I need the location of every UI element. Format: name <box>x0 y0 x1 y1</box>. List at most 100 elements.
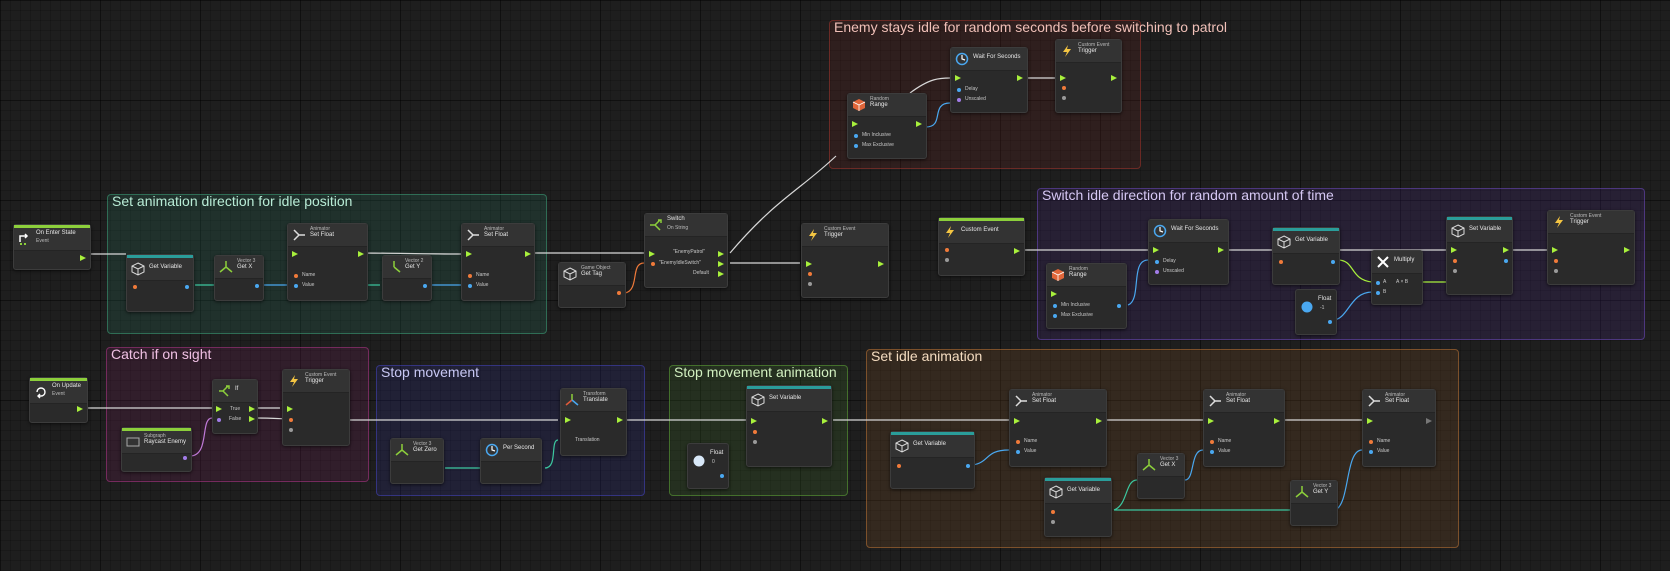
flow-in-port[interactable] <box>751 418 757 424</box>
port-dot[interactable] <box>808 272 812 276</box>
port-dot[interactable] <box>945 248 949 252</box>
port-dot[interactable] <box>966 464 970 468</box>
port-dot[interactable] <box>1554 269 1558 273</box>
flow-out-port[interactable] <box>77 406 83 412</box>
flow-in-port[interactable] <box>1014 418 1020 424</box>
port-dot[interactable] <box>255 284 259 288</box>
port-dot[interactable] <box>1554 259 1558 263</box>
node-transform-translate[interactable]: Transform Translate Translation <box>560 388 627 456</box>
flow-in-port[interactable] <box>565 417 571 423</box>
port-dot[interactable] <box>1016 450 1020 454</box>
port-dot[interactable] <box>651 262 655 266</box>
node-per-second[interactable]: Per Second <box>480 438 542 484</box>
node-set-variable[interactable]: Set Variable <box>746 385 832 467</box>
node-custom-event-trigger[interactable]: Custom Event Trigger <box>1055 39 1122 113</box>
flow-in-port[interactable] <box>287 406 293 412</box>
flow-out-port[interactable] <box>1426 418 1432 424</box>
node-gameobject-get-tag[interactable]: Game Object Get Tag <box>558 262 626 308</box>
flow-out-port[interactable] <box>1014 248 1020 254</box>
port-dot[interactable] <box>1053 314 1057 318</box>
flow-out-port[interactable] <box>525 251 531 257</box>
node-subgraph[interactable]: Subgraph Raycast Enemy <box>121 427 192 472</box>
flow-in-port[interactable] <box>649 251 655 257</box>
flow-out-port[interactable] <box>249 416 255 422</box>
flow-out-port[interactable] <box>617 417 623 423</box>
port-dot[interactable] <box>1369 440 1373 444</box>
flow-out-port[interactable] <box>718 261 724 267</box>
node-custom-event-trigger[interactable]: Custom Event Trigger <box>282 369 350 446</box>
node-animator-set-float[interactable]: Animator Set Float Name Value <box>1362 389 1436 467</box>
flow-in-port[interactable] <box>1552 247 1558 253</box>
flow-in-port[interactable] <box>806 261 812 267</box>
port-dot[interactable] <box>1376 291 1380 295</box>
flow-out-port[interactable] <box>1503 247 1509 253</box>
port-dot[interactable] <box>1117 304 1121 308</box>
flow-out-port[interactable] <box>878 261 884 267</box>
node-animator-set-float[interactable]: Animator Set Float Name Value <box>1203 389 1285 467</box>
port-dot[interactable] <box>1369 450 1373 454</box>
port-dot[interactable] <box>854 134 858 138</box>
flow-out-port[interactable] <box>1111 75 1117 81</box>
node-wait-for-seconds[interactable]: Wait For Seconds Delay Unscaled <box>950 47 1028 113</box>
node-float[interactable]: Float 0 <box>687 443 729 489</box>
flow-out-port[interactable] <box>822 418 828 424</box>
port-dot[interactable] <box>468 274 472 278</box>
port-dot[interactable] <box>1453 259 1457 263</box>
port-dot[interactable] <box>183 456 187 460</box>
node-vector3-get-x[interactable]: Vector 3 Get X <box>1137 453 1185 499</box>
port-dot[interactable] <box>1453 269 1457 273</box>
flow-out-port[interactable] <box>1274 418 1280 424</box>
port-dot[interactable] <box>1051 520 1055 524</box>
port-dot[interactable] <box>897 464 901 468</box>
port-dot[interactable] <box>1504 259 1508 263</box>
flow-out-port[interactable] <box>718 271 724 277</box>
port-dot[interactable] <box>957 98 961 102</box>
port-dot[interactable] <box>1016 440 1020 444</box>
port-dot[interactable] <box>423 284 427 288</box>
node-get-variable[interactable]: Get Variable <box>1044 477 1112 537</box>
port-dot[interactable] <box>1210 450 1214 454</box>
flow-out-port[interactable] <box>80 255 86 261</box>
port-dot[interactable] <box>753 440 757 444</box>
node-vector2-get-y[interactable]: Vector 2 Get Y <box>382 255 432 301</box>
port-dot[interactable] <box>185 285 189 289</box>
port-dot[interactable] <box>753 430 757 434</box>
port-dot[interactable] <box>1328 320 1332 324</box>
group-switch-idle[interactable]: Switch idle direction for random amount … <box>1037 187 1645 340</box>
flow-out-port[interactable] <box>1096 418 1102 424</box>
port-dot[interactable] <box>1279 260 1283 264</box>
node-vector3-get-y[interactable]: Vector 3 Get Y <box>1290 480 1338 526</box>
port-dot[interactable] <box>1376 281 1380 285</box>
flow-out-port[interactable] <box>249 406 255 412</box>
flow-out-port[interactable] <box>358 251 364 257</box>
node-custom-event-trigger[interactable]: Custom Event Trigger <box>1547 210 1635 285</box>
port-dot[interactable] <box>289 428 293 432</box>
flow-in-port[interactable] <box>1451 247 1457 253</box>
flow-in-port[interactable] <box>852 121 858 127</box>
port-dot[interactable] <box>808 282 812 286</box>
flow-out-port[interactable] <box>718 251 724 257</box>
node-custom-event-trigger[interactable]: Custom Event Trigger <box>801 223 889 298</box>
port-dot[interactable] <box>294 284 298 288</box>
node-get-variable[interactable]: Get Variable <box>1272 227 1340 285</box>
port-dot[interactable] <box>720 474 724 478</box>
node-on-enter-state[interactable]: On Enter State Event <box>13 224 91 270</box>
node-random-range[interactable]: Random Range Min Inclusive Max Exclusive <box>1046 263 1127 329</box>
flow-in-port[interactable] <box>955 75 961 81</box>
port-dot[interactable] <box>854 144 858 148</box>
flow-in-port[interactable] <box>1060 75 1066 81</box>
flow-out-port[interactable] <box>1218 247 1224 253</box>
node-animator-set-float[interactable]: Animator Set Float Name Value <box>1009 389 1107 467</box>
node-if[interactable]: If True False <box>212 379 258 434</box>
node-animator-set-float[interactable]: Animator Set Float Name Value <box>461 223 535 301</box>
port-dot[interactable] <box>294 274 298 278</box>
flow-in-port[interactable] <box>466 251 472 257</box>
node-get-variable[interactable]: Get Variable <box>890 431 975 489</box>
port-dot[interactable] <box>957 88 961 92</box>
flow-out-port[interactable] <box>1017 75 1023 81</box>
node-multiply[interactable]: Multiply A A × B B <box>1371 250 1423 305</box>
port-dot[interactable] <box>945 258 949 262</box>
node-vector3-get-zero[interactable]: Vector 3 Get Zero <box>390 438 444 484</box>
port-dot[interactable] <box>468 284 472 288</box>
